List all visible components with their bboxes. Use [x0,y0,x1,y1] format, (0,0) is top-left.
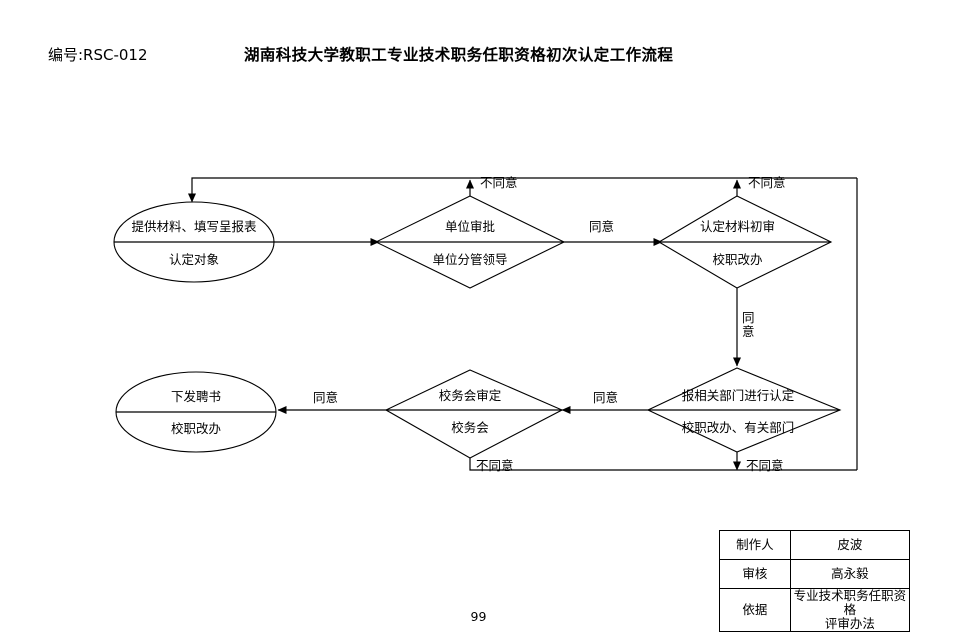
meta-value-basis: 专业技术职务任职资格 评审办法 [789,588,911,632]
edge-affairs-reject-bus [469,458,857,471]
edge-label-report-agree: 同意 [593,390,619,405]
table-row: 依据 专业技术职务任职资格 评审办法 [719,588,911,632]
meta-value-reviewer: 高永毅 [789,559,911,589]
edge-label-review-agree: 同意 [742,310,755,339]
meta-key-reviewer: 审核 [719,559,791,589]
meta-key-basis: 依据 [719,588,791,632]
page-number: 99 [470,609,487,624]
page-title: 湖南科技大学教职工专业技术职务任职资格初次认定工作流程 [244,46,674,64]
edge-reject-return-bus [188,177,857,203]
node-school-affairs-shape [384,369,564,459]
document-code: 编号:RSC-012 [48,46,148,64]
meta-key-author: 制作人 [719,530,791,560]
edge-label-report-reject: 不同意 [746,458,784,473]
meta-value-basis-line1: 专业技术职务任职资格 [793,588,907,617]
table-row: 制作人 皮波 [719,530,911,560]
edge-label-unit-agree: 同意 [589,219,615,234]
table-row: 审核 高永毅 [719,559,911,589]
meta-table: 制作人 皮波 审核 高永毅 依据 专业技术职务任职资格 评审办法 [719,530,911,632]
edge-label-review-reject: 不同意 [748,175,786,190]
edge-label-affairs-agree: 同意 [313,390,339,405]
edge-label-affairs-reject: 不同意 [476,458,514,473]
meta-value-basis-line2: 评审办法 [824,616,875,631]
edge-label-unit-reject: 不同意 [480,175,518,190]
meta-value-author: 皮波 [789,530,911,560]
